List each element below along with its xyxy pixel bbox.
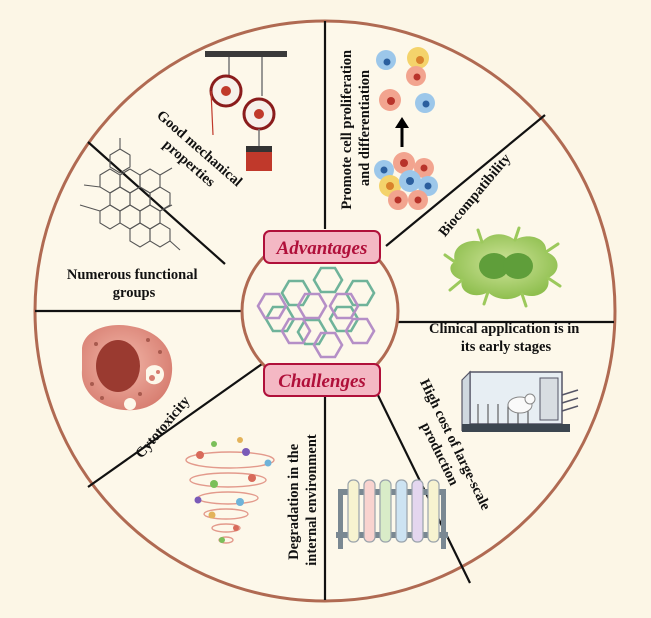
degradation-label-line2: internal environment xyxy=(304,434,320,566)
segment-mechanical-properties: Good mechanical properties xyxy=(153,51,287,191)
advantages-label: Advantages xyxy=(276,238,368,259)
proliferation-label-line1: Promote cell proliferation xyxy=(339,50,355,210)
damaged-cell-icon xyxy=(81,324,173,411)
functional-groups-label-line1: Numerous functional xyxy=(67,267,198,283)
advantages-label-box: Advantages xyxy=(263,230,381,264)
degradation-label-line1: Degradation in the xyxy=(286,443,302,560)
hexagon-lattice-icon xyxy=(256,266,376,359)
challenges-label: Challenges xyxy=(278,371,366,392)
svg-text:Numerous functional grou: Numerous functional groups xyxy=(67,267,201,301)
clinical-label-line2: its early stages xyxy=(461,339,552,355)
segment-degradation: Degradation in the internal environment xyxy=(185,434,320,566)
functional-groups-label-line2: groups xyxy=(113,285,156,301)
clinical-label-line1: Clinical application is in xyxy=(429,321,579,337)
spiral-degradation-icon xyxy=(185,437,275,544)
proliferation-label-line2: and differentiation xyxy=(357,70,373,186)
svg-text:Promote cell proliferation: Promote cell proliferation and different… xyxy=(339,46,373,209)
challenges-label-box: Challenges xyxy=(263,363,381,397)
mouse-cage-icon xyxy=(461,370,579,432)
segment-functional-groups: Numerous functional groups xyxy=(67,138,201,301)
spoke-dividers xyxy=(35,21,614,600)
dividing-cell-icon xyxy=(443,226,562,308)
pulley-weight-icon xyxy=(205,51,287,171)
molecular-structure-icon xyxy=(79,138,181,251)
svg-text:Degradation in the inter: Degradation in the internal environment xyxy=(286,434,320,566)
cell-cluster-icon xyxy=(374,47,438,210)
segment-cell-proliferation: Promote cell proliferation and different… xyxy=(339,46,438,210)
svg-text:Clinical application is in: Clinical application is in its early sta… xyxy=(429,321,583,355)
test-tube-rack-icon xyxy=(336,479,448,549)
segment-clinical-application: Clinical application is in its early sta… xyxy=(429,321,583,432)
